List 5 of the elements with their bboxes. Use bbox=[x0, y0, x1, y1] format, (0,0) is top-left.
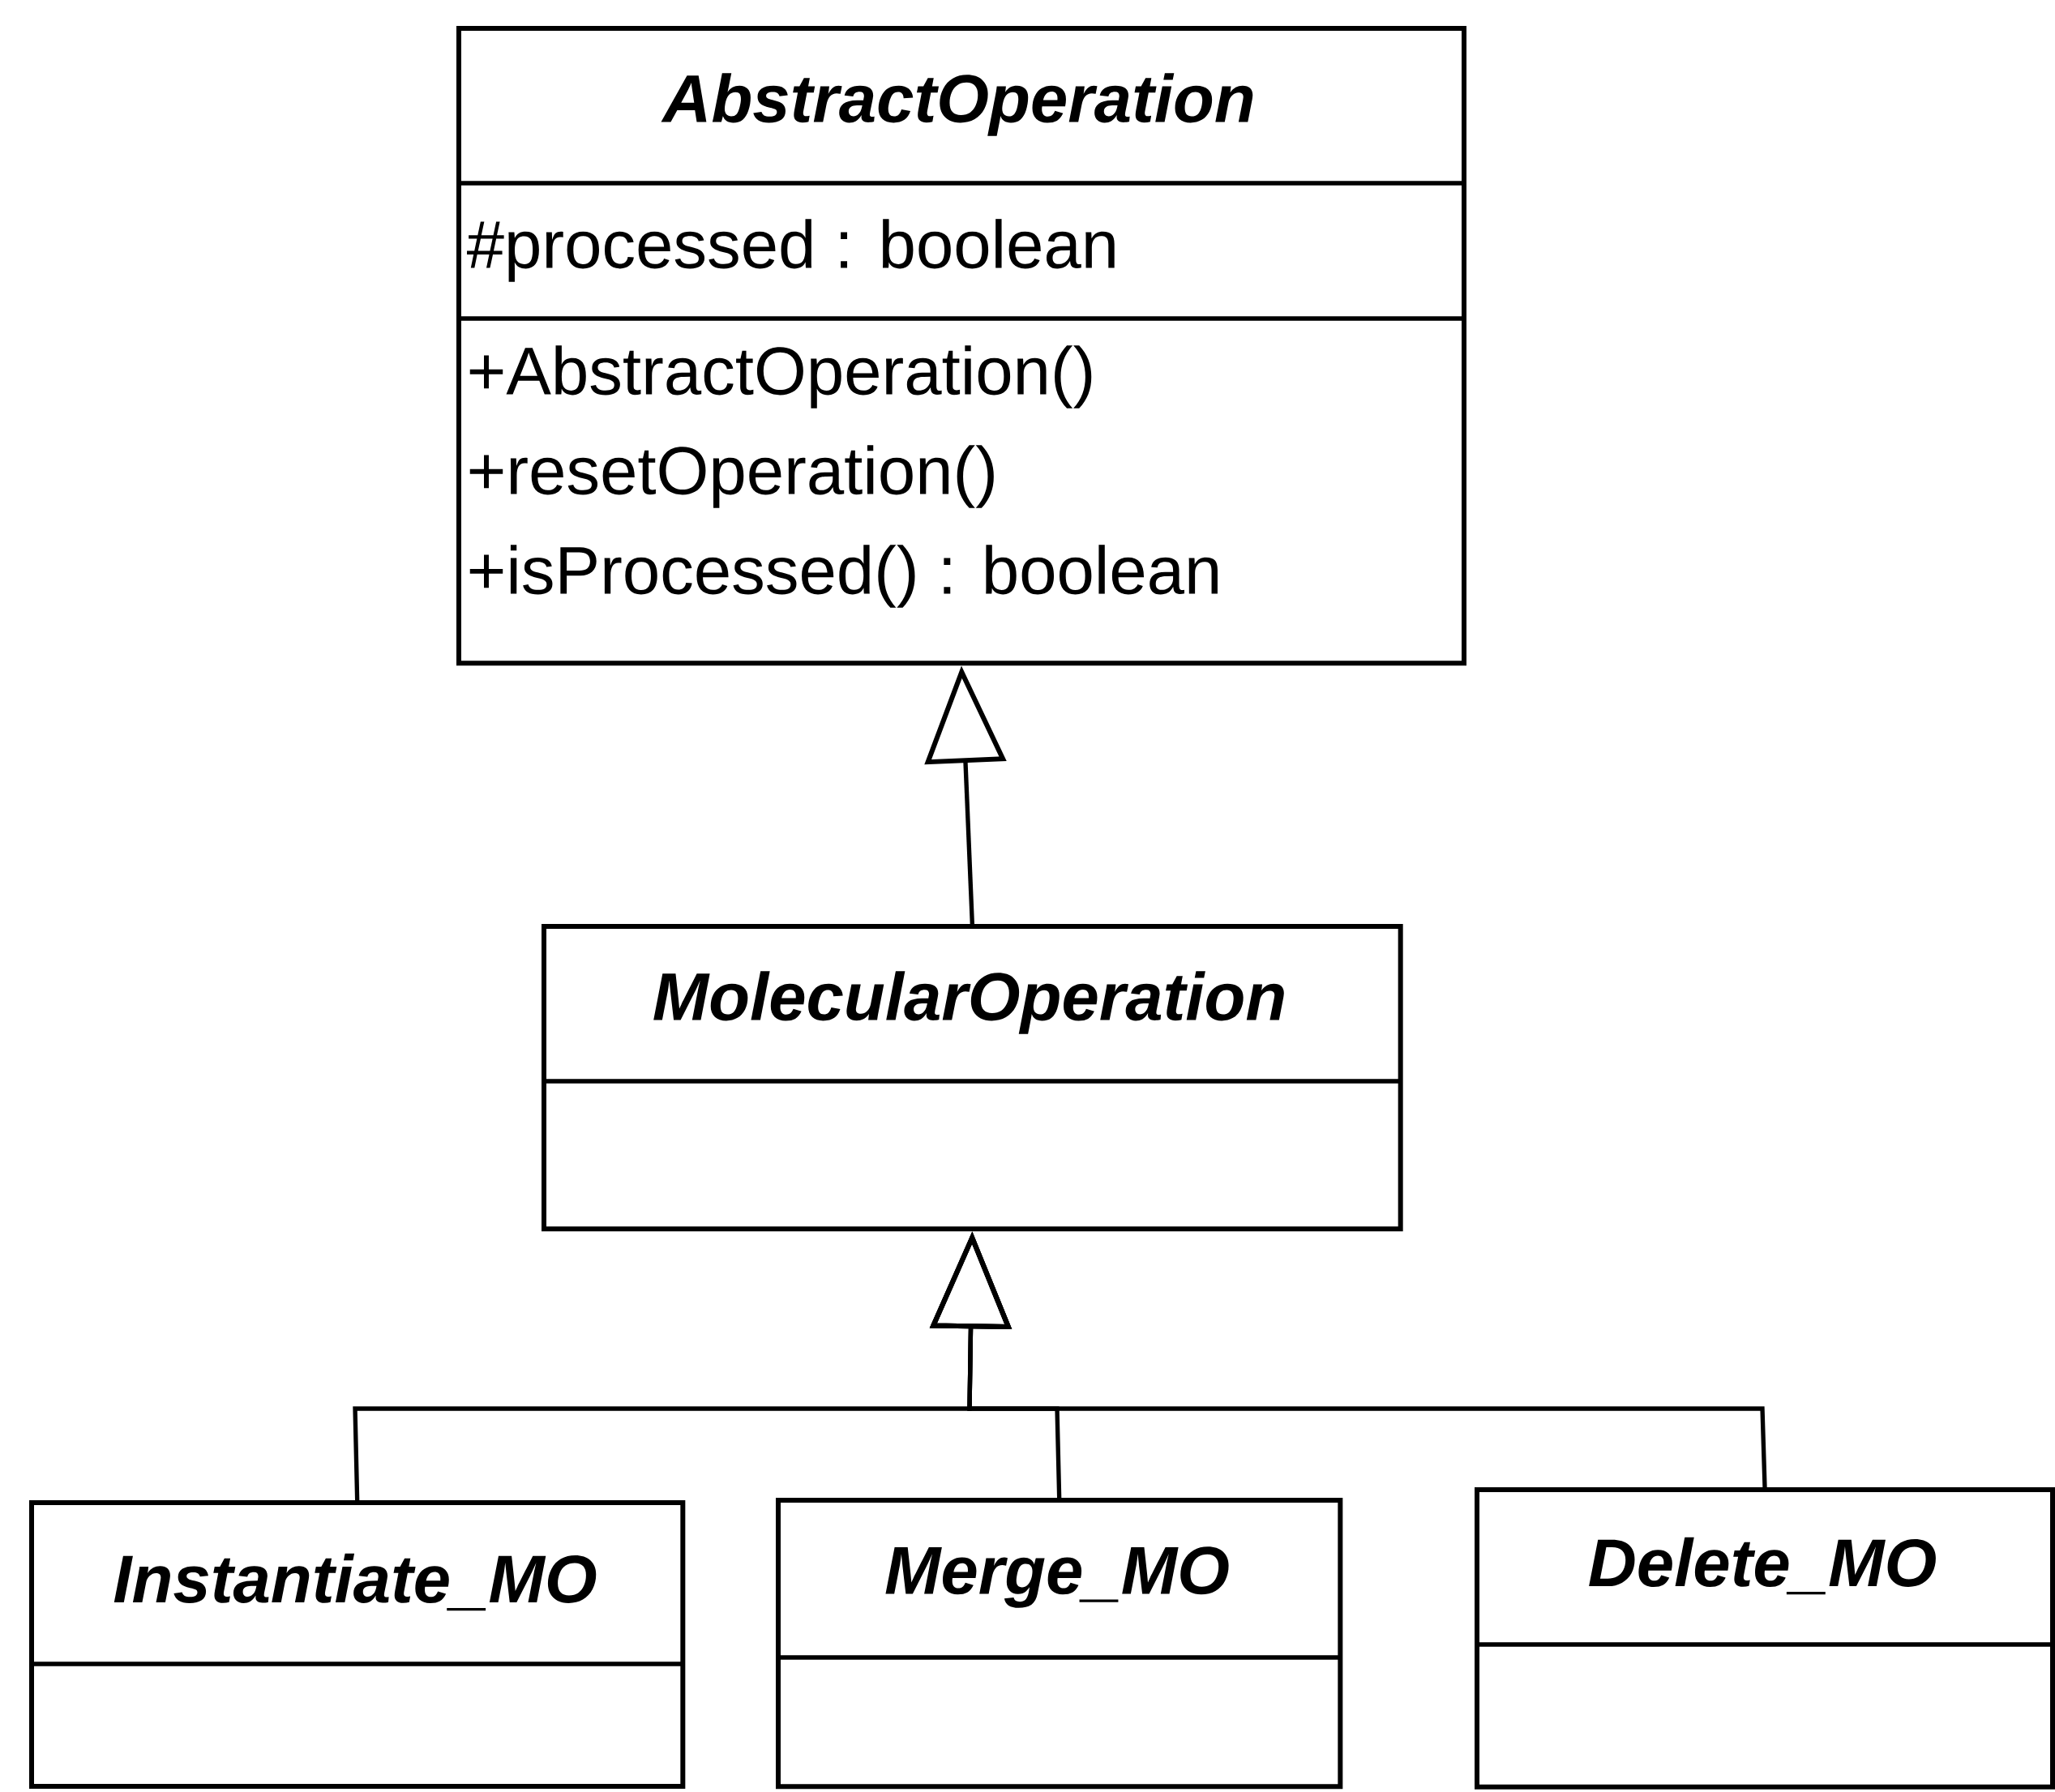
class-box: AbstractOperation #processed : boolean +AbstractOperation() +resetOperation() +isProcessed() : boolean bbox=[456, 26, 1466, 666]
class-box: Instantiate_MO bbox=[29, 1500, 686, 1789]
class-box: Delete_MO bbox=[1475, 1487, 2055, 1790]
class-box: Merge_MO bbox=[776, 1498, 1343, 1790]
class-box: MolecularOperation bbox=[542, 924, 1403, 1232]
